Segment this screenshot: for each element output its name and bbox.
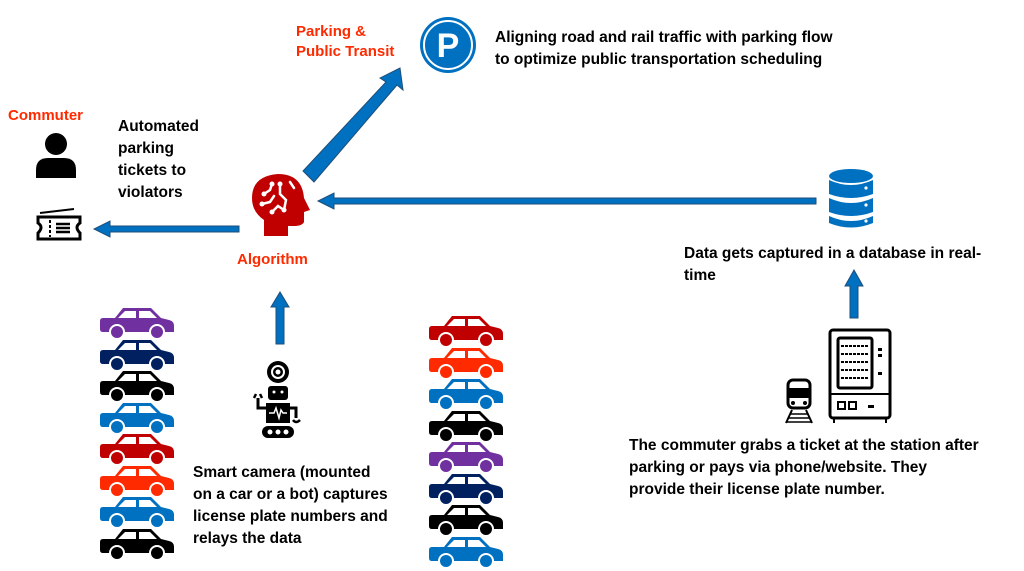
car-icon (100, 371, 174, 403)
car-icon (429, 473, 503, 506)
person-icon (36, 133, 76, 178)
text-line: on a car or a bot) captures (193, 486, 388, 503)
parking-transit-label-line2: Public Transit (296, 43, 395, 60)
car-icon (100, 308, 174, 340)
text-line: violators (118, 184, 183, 201)
tickets-description: Automated parking tickets to violators (118, 116, 199, 204)
car-icon (429, 536, 503, 569)
text-line: to optimize public transportation schedu… (495, 51, 823, 68)
parking-letter: P (437, 27, 460, 65)
text-line: Aligning road and rail traffic with park… (495, 29, 833, 46)
text-line: parking (118, 140, 174, 157)
car-icon (429, 347, 503, 380)
car-icon (429, 316, 503, 348)
car-icon (100, 465, 174, 498)
arrow-algorithm-to-parking (302, 67, 404, 183)
arrow-kiosk-to-database (844, 268, 864, 319)
car-icon (100, 402, 174, 435)
station-description: The commuter grabs a ticket at the stati… (629, 435, 979, 501)
car-icon (429, 379, 503, 411)
commuter-label: Commuter (8, 107, 84, 124)
robot-camera-icon (252, 361, 301, 438)
text-line: Smart camera (mounted (193, 464, 371, 481)
text-line: Automated (118, 118, 199, 135)
text-line: Data gets captured in a database in real… (684, 245, 982, 262)
transit-description: Aligning road and rail traffic with park… (495, 27, 833, 71)
car-icon (429, 442, 503, 474)
car-icon (100, 339, 174, 372)
text-line: tickets to (118, 162, 187, 179)
train-icon (785, 378, 813, 424)
arrow-algorithm-to-ticket (92, 220, 240, 238)
car-icon (100, 528, 174, 561)
ai-head-icon (252, 174, 310, 236)
car-icon (429, 410, 503, 443)
car-icon (100, 497, 174, 529)
database-description: Data gets captured in a database in real… (684, 243, 981, 287)
car-icon (100, 434, 174, 466)
ticket-machine-icon (828, 328, 892, 423)
arrow-robot-to-algorithm (270, 291, 290, 345)
parking-icon: P (420, 17, 476, 73)
ticket-icon (36, 208, 82, 241)
camera-description: Smart camera (mounted on a car or a bot)… (193, 462, 388, 550)
arrow-database-to-algorithm (316, 192, 817, 210)
text-line: time (684, 267, 716, 284)
text-line: parking or pays via phone/website. They (629, 459, 928, 476)
parking-transit-label: Parking & Public Transit (296, 22, 394, 62)
text-line: license plate numbers and (193, 508, 388, 525)
algorithm-label: Algorithm (237, 251, 308, 268)
car-icon (429, 505, 503, 537)
text-line: The commuter grabs a ticket at the stati… (629, 437, 979, 454)
text-line: provide their license plate number. (629, 481, 885, 498)
parking-transit-label-line1: Parking & (296, 23, 367, 40)
text-line: relays the data (193, 530, 302, 547)
database-icon (829, 169, 873, 228)
